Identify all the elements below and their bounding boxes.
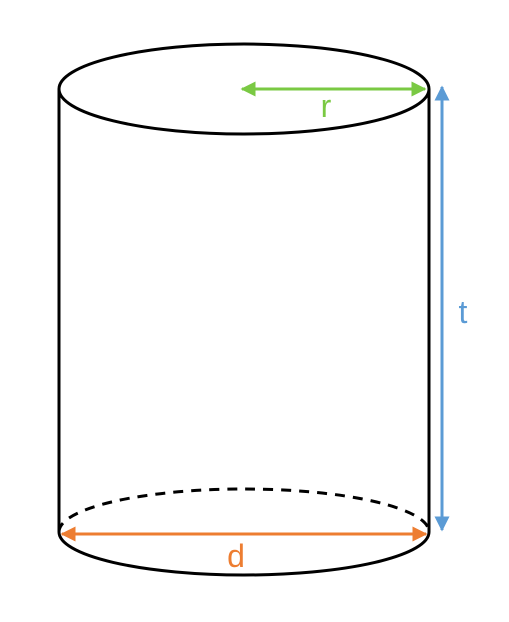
cylinder-bottom-back-dashed [57,487,431,533]
cylinder-bottom-front [57,531,431,577]
height-label: t [459,294,468,330]
diameter-label: d [227,538,245,574]
radius-label: r [321,88,332,124]
